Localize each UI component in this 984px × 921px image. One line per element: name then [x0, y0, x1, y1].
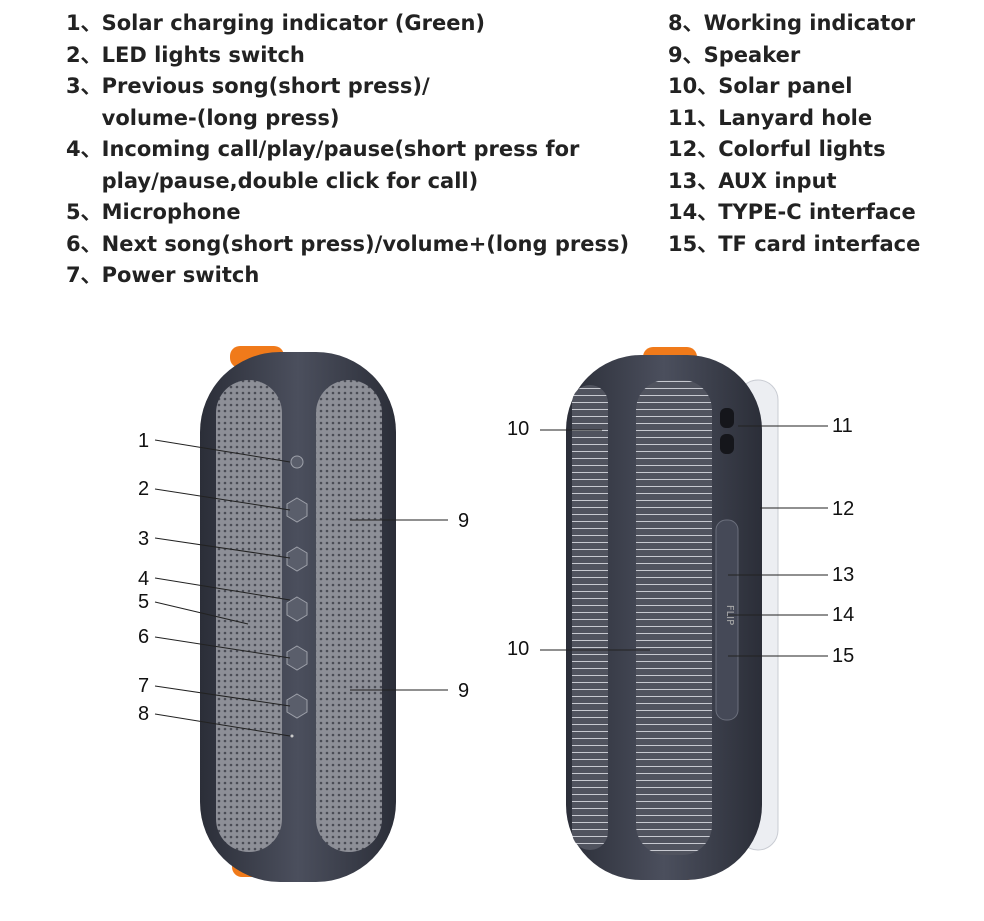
callout-label: 14: [832, 604, 854, 626]
callout-label: 11: [832, 415, 853, 437]
lanyard-hole: [720, 408, 734, 428]
callout-label: 15: [832, 645, 854, 667]
callout-label: 9: [458, 680, 469, 702]
callout-label: 2: [138, 478, 149, 500]
speaker-grille-right: [316, 380, 382, 852]
callout-label: 13: [832, 564, 854, 586]
legend-text: Working indicator: [703, 11, 916, 35]
legend-item: 7、Power switch: [66, 260, 656, 292]
callout-labels: 1 2 3 4 5 6 7 8 9 9 10 10 11 12 13 14 15: [138, 415, 854, 725]
callout-label: 6: [138, 626, 149, 648]
legend-item: 12、Colorful lights: [668, 134, 978, 166]
led-switch-button[interactable]: [286, 497, 308, 523]
legend-item: 4、Incoming call/play/pause(short press f…: [66, 134, 656, 197]
legend-text: Speaker: [703, 42, 801, 67]
legend-num: 4、: [66, 137, 102, 161]
callout-label: 3: [138, 528, 149, 550]
legend-text: Incoming call/play/pause(short press for…: [101, 137, 580, 193]
legend-item: 6、Next song(short press)/volume+(long pr…: [66, 229, 656, 261]
legend-item: 14、TYPE-C interface: [668, 197, 978, 229]
solar-indicator-icon: [290, 455, 304, 469]
legend-text: Microphone: [101, 200, 241, 224]
legend-item: 10、Solar panel: [668, 71, 978, 103]
legend-num: 14、: [668, 200, 719, 224]
legend-text: TF card interface: [718, 231, 921, 256]
legend-item: 15、TF card interface: [668, 229, 978, 261]
callout-label: 5: [138, 591, 149, 613]
legend-text: AUX input: [718, 168, 837, 193]
legend-num: 9、: [668, 42, 704, 67]
legend-num: 13、: [668, 168, 719, 193]
solar-panel-side: [572, 385, 608, 850]
solar-panel-main: [636, 380, 712, 855]
working-indicator: [290, 734, 294, 738]
legend-item: 5、Microphone: [66, 197, 656, 229]
callout-lines: [154, 425, 828, 737]
callout-label: 12: [832, 498, 854, 520]
speaker-back: FLIP: [566, 347, 779, 880]
power-button[interactable]: [286, 693, 308, 719]
legend-text: Lanyard hole: [718, 105, 873, 130]
callout-label: 4: [138, 568, 149, 590]
legend-num: 1、: [66, 11, 102, 35]
legend-item: 8、Working indicator: [668, 8, 978, 40]
legend-num: 11、: [668, 105, 719, 130]
legend-num: 15、: [668, 231, 719, 256]
legend-num: 3、: [66, 74, 102, 98]
legend-item: 11、 Lanyard hole: [668, 103, 978, 135]
legend-left: 1、Solar charging indicator (Green) 2、LED…: [66, 8, 656, 292]
previous-button[interactable]: [286, 546, 308, 572]
speaker-front: [200, 346, 396, 882]
legend-num: 5、: [66, 200, 102, 224]
legend-item: 9、Speaker: [668, 40, 978, 72]
legend-num: 2、: [66, 42, 102, 67]
legend-item: 3、Previous song(short press)/ volume-(lo…: [66, 71, 656, 134]
speaker-grille-left: [216, 380, 282, 852]
play-pause-button[interactable]: [286, 596, 308, 622]
legend-right: 8、Working indicator 9、Speaker 10、Solar p…: [668, 8, 978, 260]
legend-text: Solar panel: [718, 74, 853, 98]
legend-num: 7、: [66, 263, 102, 287]
port-cover-flap[interactable]: [715, 519, 739, 721]
legend-num: 12、: [668, 137, 719, 161]
legend-num: 6、: [66, 231, 102, 256]
legend-text: Solar charging indicator (Green): [101, 11, 486, 35]
legend-text: LED lights switch: [101, 42, 305, 67]
legend-text: TYPE-C interface: [718, 200, 916, 224]
legend-item: 1、Solar charging indicator (Green): [66, 8, 656, 40]
legend-num: 8、: [668, 11, 704, 35]
callout-label: 10: [507, 638, 529, 660]
legend-item: 13、AUX input: [668, 166, 978, 198]
legend-text: Previous song(short press)/ volume-(long…: [101, 74, 430, 130]
legend-item: 2、LED lights switch: [66, 40, 656, 72]
callout-label: 10: [507, 418, 529, 440]
callout-label: 9: [458, 510, 469, 532]
lanyard-hole: [720, 434, 734, 454]
next-button[interactable]: [286, 645, 308, 671]
callout-label: 1: [138, 430, 149, 452]
legend-text: Colorful lights: [718, 137, 886, 161]
callout-label: 7: [138, 675, 149, 697]
callout-label: 8: [138, 703, 149, 725]
legend-text: Next song(short press)/volume+(long pres…: [101, 231, 630, 256]
legend-text: Power switch: [101, 263, 260, 287]
legend-num: 10、: [668, 74, 719, 98]
